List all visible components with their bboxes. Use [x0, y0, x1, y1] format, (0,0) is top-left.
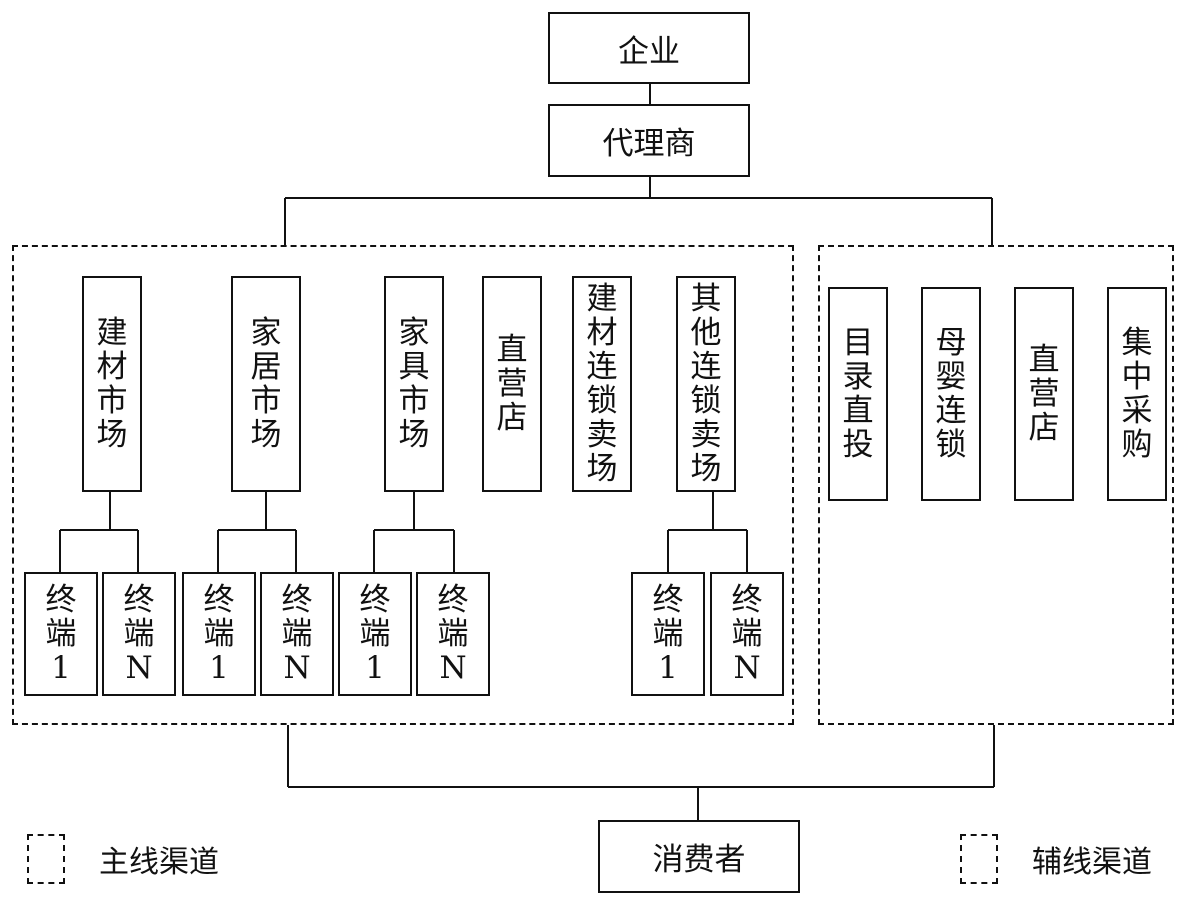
channel-label: 直营店 — [496, 331, 528, 437]
terminal-label: 终端N — [123, 581, 155, 687]
legend-aux-label: 辅线渠道 — [1032, 845, 1152, 880]
terminal-box: 终端N — [260, 572, 334, 696]
channel-box-building-materials-chain: 建材连锁卖场 — [572, 276, 632, 492]
terminal-box: 终端N — [102, 572, 176, 696]
aux-channel-region — [818, 245, 1174, 725]
legend-main-label: 主线渠道 — [99, 845, 219, 880]
terminal-box: 终端1 — [24, 572, 98, 696]
channel-label: 建材连锁卖场 — [586, 280, 618, 488]
aux-box-catalog-direct: 目录直投 — [828, 287, 888, 501]
consumer-label: 消费者 — [652, 842, 746, 878]
channel-label: 家具市场 — [398, 314, 430, 454]
channel-label: 家居市场 — [250, 314, 282, 454]
aux-box-direct-store: 直营店 — [1014, 287, 1074, 501]
terminal-box: 终端N — [710, 572, 784, 696]
terminal-label: 终端1 — [652, 581, 684, 687]
aux-label: 母婴连锁 — [935, 324, 967, 464]
channel-label: 其他连锁卖场 — [690, 280, 722, 488]
agent-box: 代理商 — [548, 104, 750, 177]
aux-box-maternal-chain: 母婴连锁 — [921, 287, 981, 501]
legend-main: 主线渠道 — [27, 834, 219, 884]
legend-main-swatch — [27, 834, 65, 884]
enterprise-box: 企业 — [548, 12, 750, 84]
channel-box-other-chain: 其他连锁卖场 — [676, 276, 736, 492]
aux-label: 直营店 — [1028, 341, 1060, 447]
aux-label: 目录直投 — [842, 324, 874, 464]
enterprise-label: 企业 — [618, 33, 680, 70]
terminal-label: 终端1 — [359, 581, 391, 687]
consumer-box: 消费者 — [598, 820, 800, 893]
channel-box-direct-store: 直营店 — [482, 276, 542, 492]
terminal-box: 终端1 — [338, 572, 412, 696]
terminal-label: 终端1 — [45, 581, 77, 687]
terminal-label: 终端N — [281, 581, 313, 687]
main-channel-region — [12, 245, 794, 725]
channel-box-furniture-market: 家具市场 — [384, 276, 444, 492]
terminal-label: 终端N — [437, 581, 469, 687]
aux-box-centralized-purchase: 集中采购 — [1107, 287, 1167, 501]
channel-box-building-materials-market: 建材市场 — [82, 276, 142, 492]
terminal-box: 终端1 — [182, 572, 256, 696]
terminal-label: 终端1 — [203, 581, 235, 687]
channel-box-home-market: 家居市场 — [231, 276, 301, 492]
agent-label: 代理商 — [602, 126, 696, 162]
terminal-label: 终端N — [731, 581, 763, 687]
legend-aux-swatch — [960, 834, 998, 884]
terminal-box: 终端1 — [631, 572, 705, 696]
channel-label: 建材市场 — [96, 314, 128, 454]
legend-aux: 辅线渠道 — [960, 834, 1152, 884]
terminal-box: 终端N — [416, 572, 490, 696]
aux-label: 集中采购 — [1121, 324, 1153, 464]
